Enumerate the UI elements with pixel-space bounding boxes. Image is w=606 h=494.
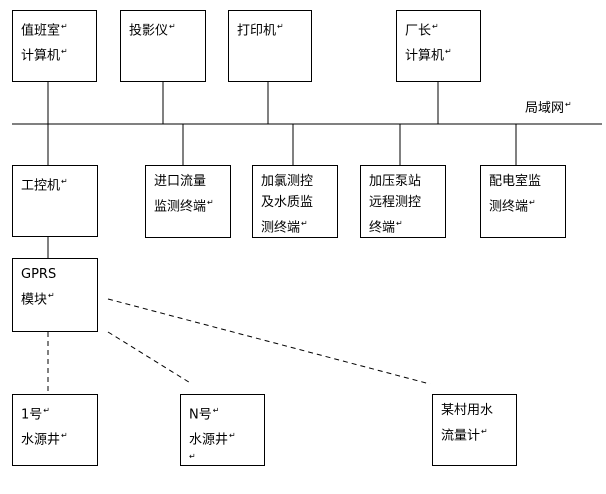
distribution-room-label-line-1: 配电室监 xyxy=(489,174,542,189)
projector-box: 投影仪 xyxy=(120,10,206,82)
well-n-label-line-2: 水源井 xyxy=(189,425,264,450)
gprs-module-box: GPRS 模块 xyxy=(12,258,98,332)
gprs-label-line-2: 模块 xyxy=(21,285,97,310)
well-1-box: 1号 水源井 xyxy=(12,394,98,466)
chlorine-quality-label-line-1: 加氯测控 xyxy=(261,174,314,189)
well-n-label-line-1: N号 xyxy=(189,400,264,425)
inlet-flow-label-line-2: 监测终端 xyxy=(154,192,230,217)
well-n-box: N号 水源井 ↵ xyxy=(180,394,265,466)
director-computer-label-line-2: 计算机 xyxy=(405,41,480,66)
ipc-label: 工控机 xyxy=(21,171,97,196)
well-1-label-line-1: 1号 xyxy=(21,400,97,425)
gprs-label-line-1: GPRS xyxy=(21,267,57,282)
director-computer-box: 厂长 计算机 xyxy=(396,10,481,82)
printer-label: 打印机 xyxy=(237,16,311,41)
projector-label: 投影仪 xyxy=(129,16,205,41)
printer-box: 打印机 xyxy=(228,10,312,82)
wireless-link-well-n xyxy=(107,331,193,385)
chlorine-quality-label-line-2: 及水质监 xyxy=(261,195,314,210)
inlet-flow-terminal-box: 进口流量 监测终端 xyxy=(145,165,231,238)
village-meter-label-line-1: 某村用水 xyxy=(441,403,494,418)
booster-station-label-line-2: 远程测控 xyxy=(369,195,422,210)
lan-label: 局域网 xyxy=(525,97,572,116)
duty-computer-label-line-2: 计算机 xyxy=(21,41,96,66)
distribution-room-terminal-box: 配电室监 测终端 xyxy=(480,165,566,238)
chlorine-quality-label-line-3: 测终端 xyxy=(261,213,337,238)
village-flow-meter-box: 某村用水 流量计 xyxy=(432,394,517,466)
ipc-box: 工控机 xyxy=(12,165,98,237)
booster-station-label-line-3: 终端 xyxy=(369,213,445,238)
duty-computer-box: 值班室 计算机 xyxy=(12,10,97,82)
distribution-room-label-line-2: 测终端 xyxy=(489,192,565,217)
director-computer-label-line-1: 厂长 xyxy=(405,16,480,41)
village-meter-label-line-2: 流量计 xyxy=(441,421,516,446)
well-n-return-mark: ↵ xyxy=(189,451,196,461)
wireless-link-village-meter xyxy=(107,298,431,385)
chlorine-quality-terminal-box: 加氯测控 及水质监 测终端 xyxy=(252,165,338,238)
duty-computer-label-line-1: 值班室 xyxy=(21,16,96,41)
booster-station-terminal-box: 加压泵站 远程测控 终端 xyxy=(360,165,446,238)
inlet-flow-label-line-1: 进口流量 xyxy=(154,174,207,189)
well-1-label-line-2: 水源井 xyxy=(21,425,97,450)
booster-station-label-line-1: 加压泵站 xyxy=(369,174,422,189)
